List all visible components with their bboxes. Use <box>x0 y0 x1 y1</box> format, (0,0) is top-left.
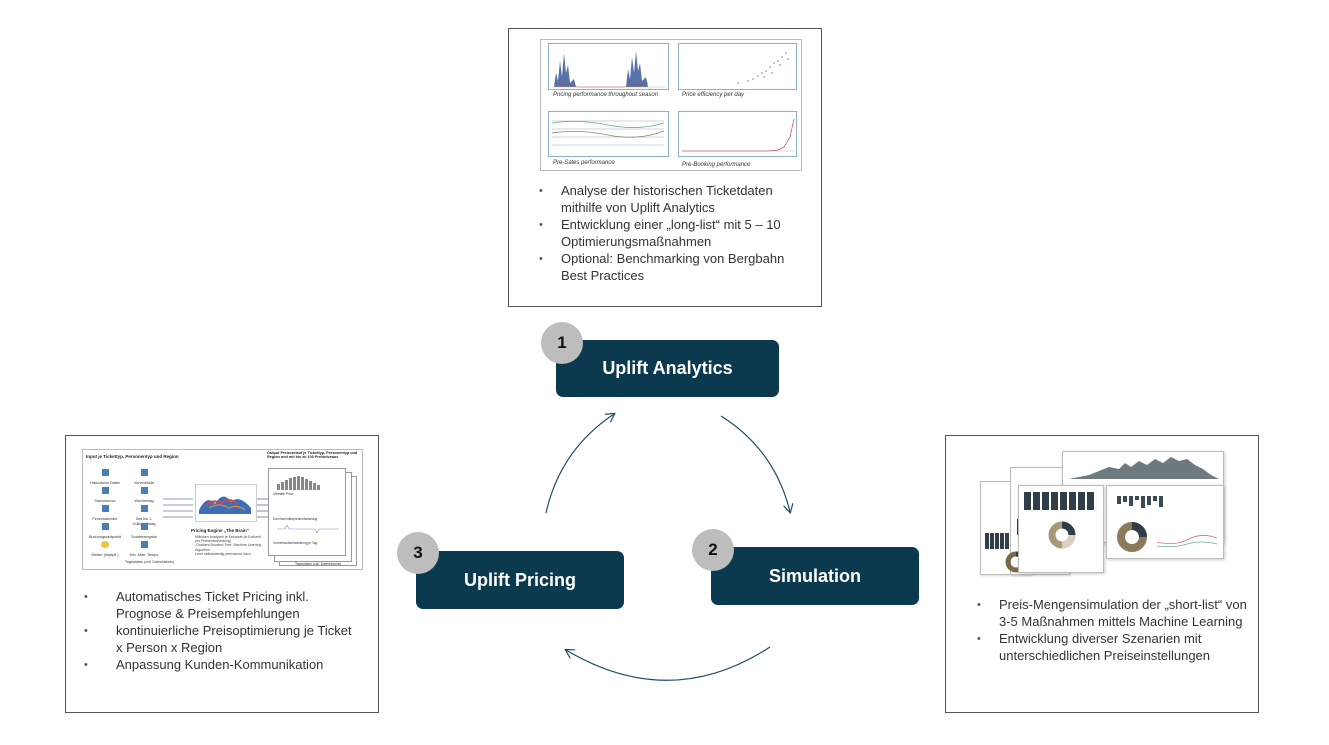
season-performance-thumb <box>548 43 669 90</box>
booking-icon <box>101 523 109 530</box>
pricing-surface-plot <box>195 484 257 522</box>
data-icon <box>140 487 148 494</box>
output-title: Output Preisverlauf je Tickettyp, Person… <box>267 451 358 460</box>
step-number-badge: 1 <box>541 322 583 364</box>
arrow-analytics-to-simulation <box>720 415 790 512</box>
input-label: Vorverkäufe <box>133 481 155 485</box>
sim-sheet-3 <box>1106 485 1224 559</box>
output-connectors <box>257 498 269 518</box>
engine-note: Lernt selbstständig permanent dazu <box>195 551 251 556</box>
analytics-bullet: Entwicklung einer „long-list“ mit 5 – 10… <box>539 217 809 250</box>
sim-donut <box>1048 521 1076 549</box>
step-label: Uplift Analytics <box>602 358 733 378</box>
sim-curve-chart <box>1156 535 1218 548</box>
price-efficiency-thumb <box>678 43 797 90</box>
step-uplift-pricing: Uplift Pricing <box>416 551 624 609</box>
step-simulation: Simulation <box>711 547 919 605</box>
engine-note: Millionen Analysen je Sekunde (in Echtze… <box>195 535 261 544</box>
data-icon <box>140 523 148 530</box>
sim-bar-chart-front <box>1024 492 1094 510</box>
input-label: Saisonkurve <box>94 499 116 503</box>
output-label: Ultimate Price <box>273 492 294 496</box>
pricing-panel: Input je Tickettyp, Personentyp und Regi… <box>65 435 379 713</box>
calendar-icon <box>101 505 109 512</box>
step-label: Uplift Pricing <box>464 569 576 590</box>
data-icon <box>101 469 109 476</box>
output-footer: Tagesdaten (voll. Datenhistorie) <box>295 562 342 566</box>
step-number-badge: 2 <box>692 529 734 571</box>
pricing-bullet: kontinuierliche Preisoptimierung je Tick… <box>84 623 354 656</box>
weather-icon <box>101 541 109 548</box>
analytics-bullet: Optional: Benchmarking von Bergbahn Best… <box>539 251 809 284</box>
sim-bar-chart-left <box>985 533 1009 549</box>
step-uplift-analytics: Uplift Analytics <box>556 340 779 397</box>
sim-donut-2 <box>1117 522 1147 552</box>
arrow-simulation-to-pricing <box>566 646 771 681</box>
data-icon <box>140 541 148 548</box>
input-label: Wochentag <box>134 499 154 503</box>
step-label: Simulation <box>768 565 861 586</box>
input-label: Sondereingabe <box>131 535 157 539</box>
clock-icon <box>140 505 148 512</box>
pre-sales-thumb <box>548 111 669 157</box>
input-label: Wetter (Impfpfl.) <box>91 553 119 557</box>
simulation-bullets: Preis-Mengensimulation der „short-list“ … <box>977 597 1247 665</box>
simulation-collage <box>980 451 1226 575</box>
input-footer: Tagesdaten (voll. Datenhistorie) <box>125 560 175 564</box>
analytics-bullet: Analyse der historischen Ticketdaten mit… <box>539 183 809 216</box>
output-page: Ultimate Price Durchschnittspreisentwick… <box>268 468 346 556</box>
sim-area-chart <box>1069 457 1219 479</box>
output-label: Vorverkaufsentwicklung je Tag <box>273 541 318 545</box>
pre-booking-thumb <box>678 111 797 157</box>
engine-title: Pricing Engine „The Brain“ <box>191 528 250 533</box>
input-label: Min. Max. Tempo <box>129 553 159 557</box>
thumb-caption-season: Pricing performance throughout season <box>553 92 659 98</box>
simulation-bullet: Preis-Mengensimulation der „short-list“ … <box>977 597 1247 630</box>
pricing-bullet: Automatisches Ticket Pricing inkl. Progn… <box>84 589 354 622</box>
output-bar-chart <box>277 476 320 490</box>
analytics-screenshot: Pricing performance throughout season Pr… <box>540 39 802 171</box>
engine-note: „Gradient Boosted Tree“ Machine Learning… <box>195 543 262 552</box>
input-connectors <box>163 498 193 518</box>
simulation-bullet: Entwicklung diverser Szenarien mit unter… <box>977 631 1247 664</box>
analytics-bullets: Analyse der historischen Ticketdaten mit… <box>539 183 809 285</box>
input-column-left: Historische Daten Saisonkurve Ferienkale… <box>86 463 124 557</box>
input-label: Ferienkalender <box>92 517 118 521</box>
sim-sheet-2 <box>1018 485 1104 573</box>
input-title: Input je Tickettyp, Personentyp und Regi… <box>86 454 179 459</box>
pricing-bullet: Anpassung Kunden-Kommunikation <box>84 657 354 674</box>
sim-step-chart <box>1117 496 1163 508</box>
engine-notes: Millionen Analysen je Sekunde (in Echtze… <box>195 535 265 556</box>
input-column-right: Vorverkäufe Wochentag Zeit bis 1. Gültig… <box>125 463 163 557</box>
simulation-panel: Preis-Mengensimulation der „short-list“ … <box>945 435 1259 713</box>
arrow-pricing-to-analytics <box>545 414 614 514</box>
pricing-engine-diagram: Input je Tickettyp, Personentyp und Regi… <box>82 449 363 570</box>
analytics-panel: Pricing performance throughout season Pr… <box>508 28 822 307</box>
output-label: Durchschnittspreisentwicklung <box>273 517 318 521</box>
input-label: Buchungszeitpunkt <box>88 535 122 539</box>
thumb-caption-efficiency: Price efficiency per day <box>682 92 745 98</box>
data-icon <box>101 487 109 494</box>
step-number-badge: 3 <box>397 532 439 574</box>
thumb-caption-prebooking: Pre-Booking performance <box>682 162 751 168</box>
output-line-chart <box>277 524 339 534</box>
thumb-caption-presales: Pre-Sales performance <box>553 160 615 166</box>
pricing-bullets: Automatisches Ticket Pricing inkl. Progn… <box>84 589 354 675</box>
data-icon <box>140 469 148 476</box>
input-label: Historische Daten <box>90 481 120 485</box>
